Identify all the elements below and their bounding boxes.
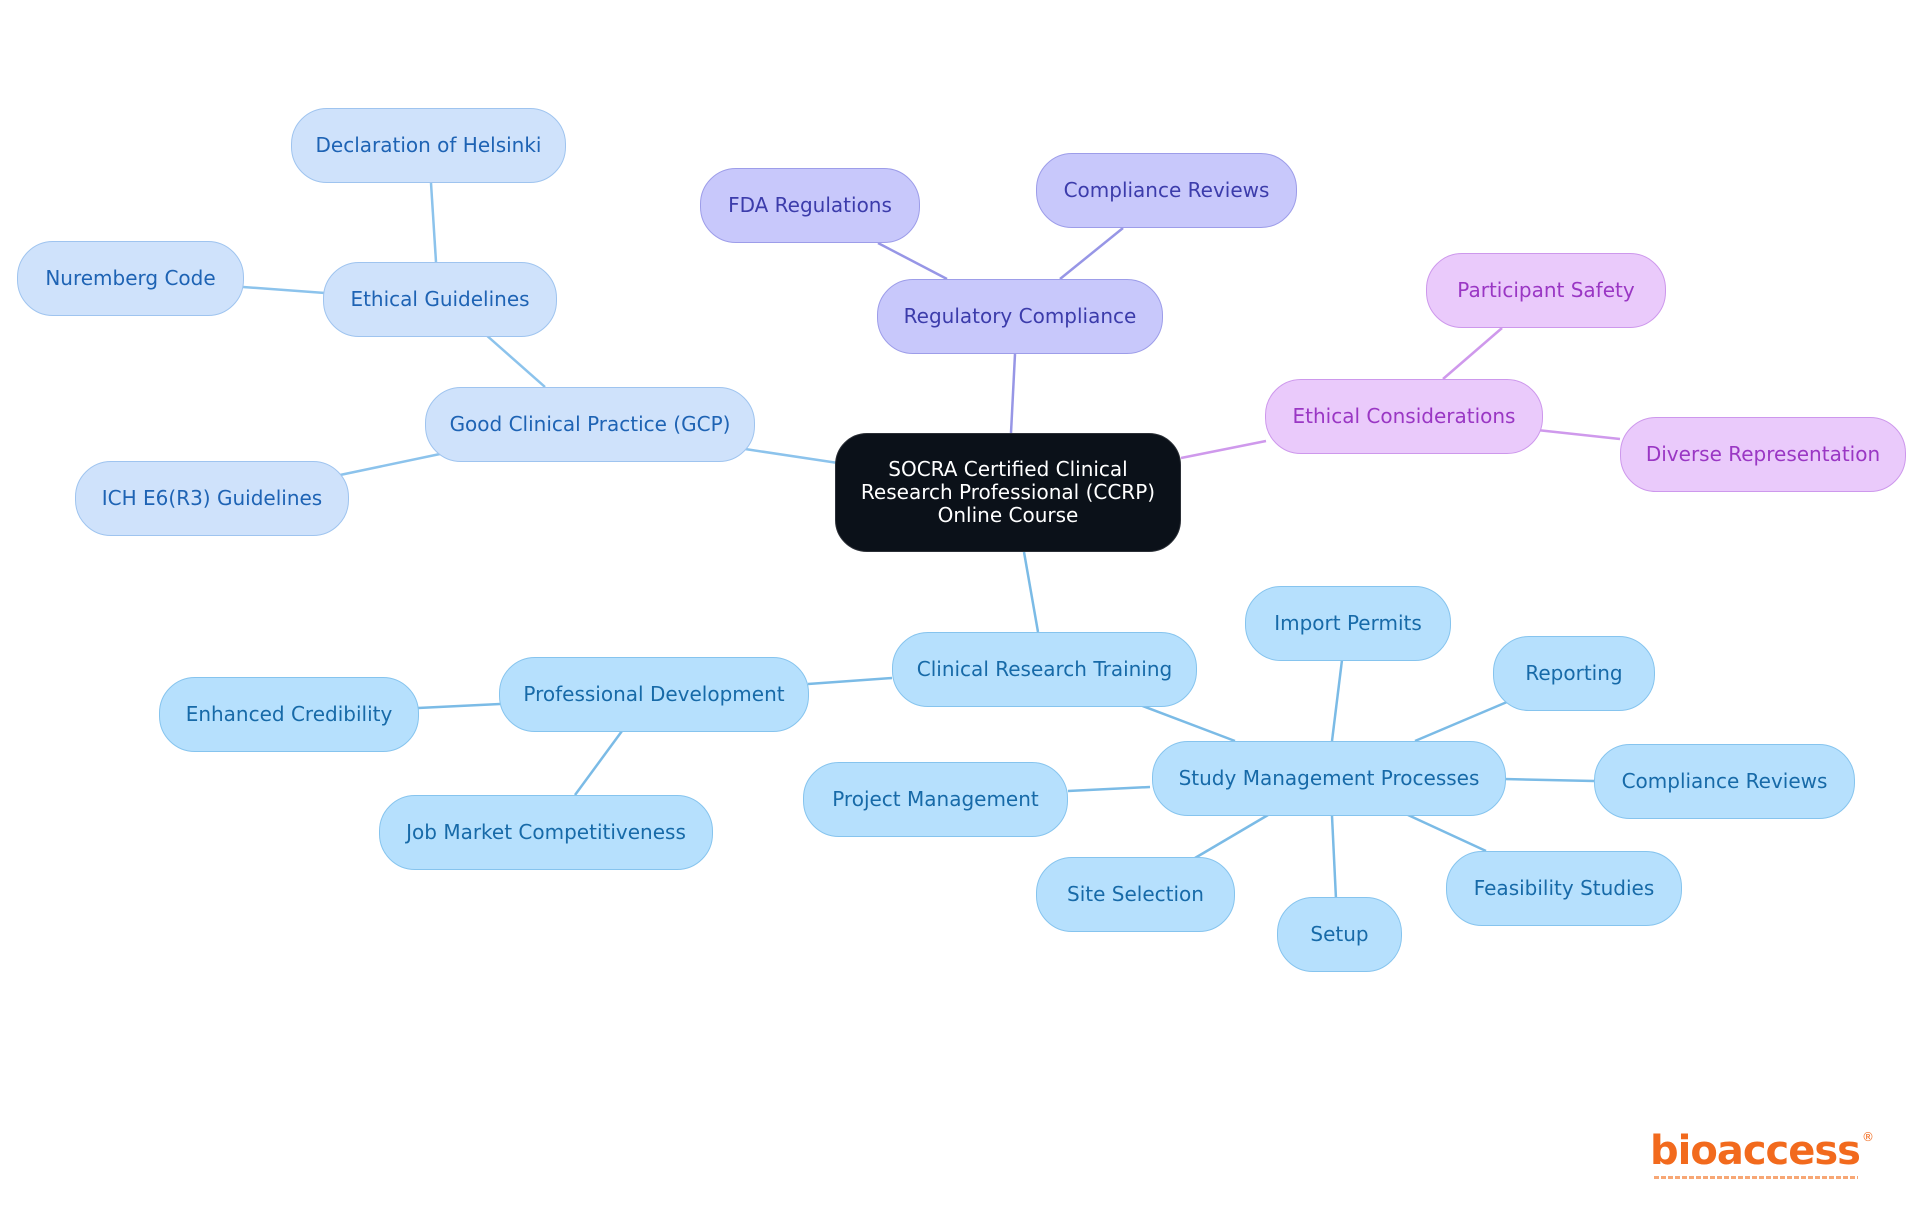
node-label: Diverse Representation bbox=[1645, 442, 1881, 466]
node-label: Regulatory Compliance bbox=[903, 304, 1137, 328]
node-feasibility-studies[interactable]: Feasibility Studies bbox=[1446, 851, 1682, 926]
node-ich-e6-guidelines[interactable]: ICH E6(R3) Guidelines bbox=[75, 461, 349, 536]
node-ethical-considerations[interactable]: Ethical Considerations bbox=[1265, 379, 1543, 454]
node-label: Compliance Reviews bbox=[1063, 178, 1270, 202]
node-declaration-of-helsinki[interactable]: Declaration of Helsinki bbox=[291, 108, 566, 183]
node-fda-regulations[interactable]: FDA Regulations bbox=[700, 168, 920, 243]
connector-root-training bbox=[1022, 551, 1040, 633]
connector-studymgmt-reporting bbox=[1414, 700, 1508, 743]
node-compliance-reviews-regulatory[interactable]: Compliance Reviews bbox=[1036, 153, 1297, 228]
node-ethical-guidelines[interactable]: Ethical Guidelines bbox=[323, 262, 557, 337]
node-clinical-research-training[interactable]: Clinical Research Training bbox=[892, 632, 1197, 707]
node-label: Site Selection bbox=[1067, 882, 1204, 906]
connector-training-studymgmt bbox=[1139, 703, 1236, 743]
node-good-clinical-practice[interactable]: Good Clinical Practice (GCP) bbox=[425, 387, 755, 462]
node-label: Good Clinical Practice (GCP) bbox=[449, 412, 731, 436]
connector-studymgmt-compliance bbox=[1503, 777, 1595, 783]
node-label: ICH E6(R3) Guidelines bbox=[101, 486, 323, 510]
logo-tagline-strip bbox=[1654, 1176, 1858, 1179]
connector-ethical-diverse bbox=[1536, 428, 1621, 441]
connector-profdev-jobmarket bbox=[573, 730, 624, 796]
connector-root-regulatory bbox=[1009, 353, 1017, 434]
connector-root-ethical bbox=[1180, 439, 1267, 460]
connector-ethical-guidelines-helsinki bbox=[429, 182, 438, 263]
node-site-selection[interactable]: Site Selection bbox=[1036, 857, 1235, 932]
node-label: FDA Regulations bbox=[728, 193, 892, 217]
node-label: Import Permits bbox=[1274, 611, 1422, 635]
node-label: Clinical Research Training bbox=[916, 657, 1173, 681]
node-label: Project Management bbox=[832, 787, 1039, 811]
node-label: Compliance Reviews bbox=[1621, 769, 1828, 793]
connector-studymgmt-import bbox=[1330, 659, 1344, 742]
node-label: Study Management Processes bbox=[1178, 766, 1480, 790]
bioaccess-logo: bioaccess ® bbox=[1650, 1128, 1874, 1184]
connector-ethical-guidelines-nuremberg bbox=[242, 285, 326, 295]
node-label: Declaration of Helsinki bbox=[315, 133, 542, 157]
node-label: Enhanced Credibility bbox=[185, 702, 393, 726]
node-label: Participant Safety bbox=[1457, 278, 1635, 302]
node-job-market-competitiveness[interactable]: Job Market Competitiveness bbox=[379, 795, 713, 870]
node-professional-development[interactable]: Professional Development bbox=[499, 657, 809, 732]
connector-profdev-credibility bbox=[417, 702, 501, 710]
node-label: Nuremberg Code bbox=[45, 266, 216, 290]
connector-gcp-ethical-guidelines bbox=[484, 333, 546, 388]
node-label: Professional Development bbox=[523, 682, 785, 706]
logo-registered-mark: ® bbox=[1862, 1130, 1874, 1144]
node-setup[interactable]: Setup bbox=[1277, 897, 1402, 972]
connector-regulatory-fda bbox=[877, 241, 948, 281]
logo-wordmark: bioaccess bbox=[1650, 1128, 1861, 1174]
node-nuremberg-code[interactable]: Nuremberg Code bbox=[17, 241, 244, 316]
node-label: Setup bbox=[1310, 922, 1369, 946]
root-label: SOCRA Certified Clinical Research Profes… bbox=[860, 457, 1156, 527]
node-label: Job Market Competitiveness bbox=[406, 820, 686, 844]
node-participant-safety[interactable]: Participant Safety bbox=[1426, 253, 1666, 328]
node-study-management-processes[interactable]: Study Management Processes bbox=[1152, 741, 1506, 816]
connector-training-profdev bbox=[807, 676, 893, 686]
node-diverse-representation[interactable]: Diverse Representation bbox=[1620, 417, 1906, 492]
connector-regulatory-compliance bbox=[1059, 227, 1124, 280]
node-compliance-reviews-study[interactable]: Compliance Reviews bbox=[1594, 744, 1855, 819]
node-import-permits[interactable]: Import Permits bbox=[1245, 586, 1451, 661]
connector-studymgmt-setup bbox=[1330, 815, 1338, 900]
root-node[interactable]: SOCRA Certified Clinical Research Profes… bbox=[835, 433, 1181, 552]
connector-root-gcp bbox=[744, 447, 839, 465]
node-project-management[interactable]: Project Management bbox=[803, 762, 1068, 837]
node-label: Ethical Guidelines bbox=[350, 287, 530, 311]
node-label: Reporting bbox=[1525, 661, 1623, 685]
node-regulatory-compliance[interactable]: Regulatory Compliance bbox=[877, 279, 1163, 354]
node-enhanced-credibility[interactable]: Enhanced Credibility bbox=[159, 677, 419, 752]
connector-studymgmt-project bbox=[1067, 785, 1151, 793]
node-reporting[interactable]: Reporting bbox=[1493, 636, 1655, 711]
connector-gcp-ich bbox=[339, 452, 441, 477]
connector-ethical-safety bbox=[1442, 327, 1503, 380]
connector-studymgmt-feasibility bbox=[1407, 813, 1487, 853]
connector-studymgmt-site bbox=[1194, 813, 1269, 860]
node-label: Ethical Considerations bbox=[1292, 404, 1516, 428]
node-label: Feasibility Studies bbox=[1473, 876, 1655, 900]
